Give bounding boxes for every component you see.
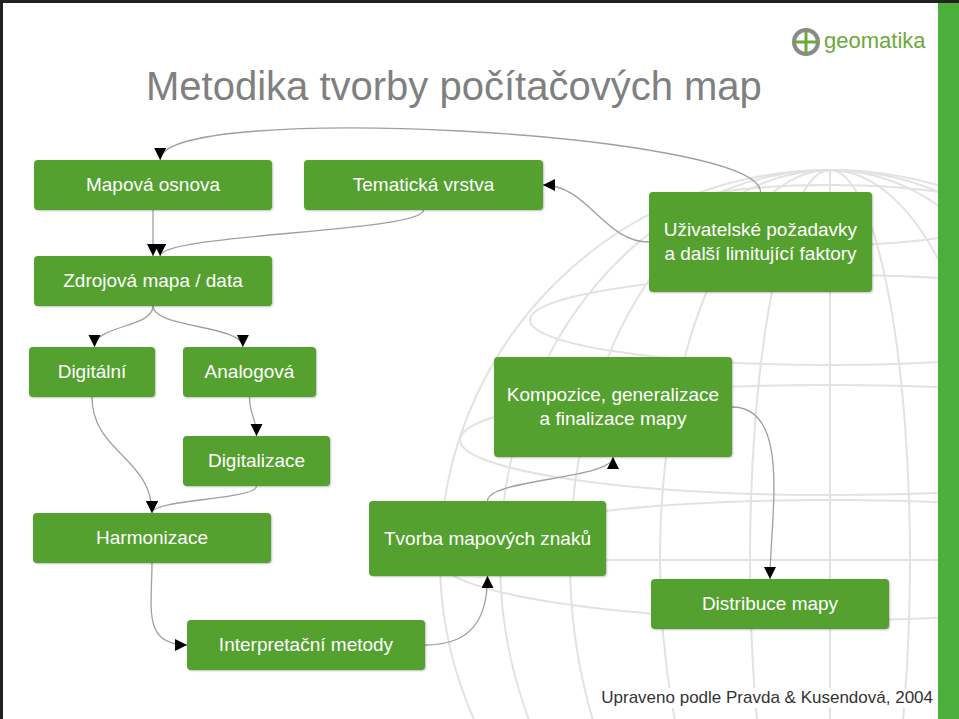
box-text: Kompozice, generalizace a finalizace map… — [504, 383, 722, 431]
flow-arrow — [425, 576, 488, 645]
process-box: Analogová — [183, 347, 316, 397]
box-text: Distribuce mapy — [702, 592, 838, 616]
flow-arrow — [543, 185, 649, 242]
flow-arrow — [152, 486, 257, 513]
flow-arrow — [153, 306, 243, 347]
flow-arrow — [151, 563, 187, 645]
flow-arrow — [160, 210, 423, 256]
process-box: Tematická vrstva — [304, 160, 543, 210]
box-text: Harmonizace — [96, 526, 208, 550]
process-box: Distribuce mapy — [651, 579, 889, 629]
flow-arrow — [488, 457, 614, 501]
process-box: Digitalizace — [183, 436, 330, 486]
flow-arrow — [732, 407, 774, 579]
flow-arrow — [152, 210, 153, 256]
process-box: Zdrojová mapa / data — [34, 256, 272, 306]
process-box: Digitální — [29, 347, 155, 397]
process-box: Harmonizace — [33, 513, 271, 563]
box-text: Mapová osnova — [86, 173, 220, 197]
box-text: Digitalizace — [208, 449, 305, 473]
box-text: Digitální — [58, 360, 127, 384]
box-text: Zdrojová mapa / data — [63, 269, 243, 293]
process-box: Mapová osnova — [34, 160, 272, 210]
process-box: Tvorba mapových znaků — [369, 501, 606, 576]
diagram-title: Metodika tvorby počítačových map — [146, 64, 762, 109]
box-text: Tvorba mapových znaků — [384, 527, 591, 551]
process-box: Uživatelské požadavky a další limitující… — [649, 192, 872, 292]
logo-text: geomatika — [824, 28, 926, 54]
flow-arrow — [92, 397, 152, 513]
process-box: Kompozice, generalizace a finalizace map… — [494, 357, 732, 457]
flow-arrow — [95, 306, 153, 347]
box-text: Tematická vrstva — [353, 173, 494, 197]
source-credit: Upraveno podle Pravda & Kusendová, 2004 — [599, 688, 935, 708]
process-box: Interpretační metody — [187, 620, 425, 670]
box-text: Interpretační metody — [219, 633, 393, 657]
flow-arrow — [250, 397, 257, 436]
box-text: Analogová — [205, 360, 295, 384]
box-text: Uživatelské požadavky a další limitující… — [659, 218, 862, 266]
